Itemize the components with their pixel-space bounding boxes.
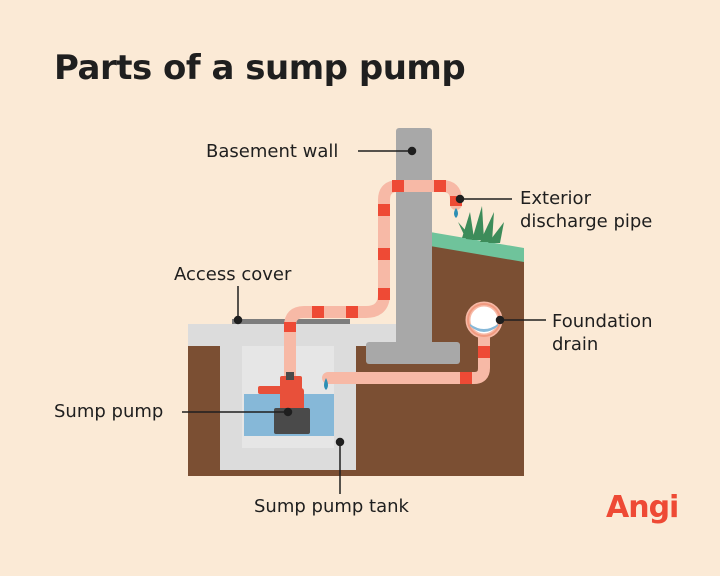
angi-logo: Angi bbox=[606, 490, 679, 525]
label-basement-wall: Basement wall bbox=[206, 141, 339, 162]
basement-wall bbox=[396, 128, 432, 350]
grass-tuft bbox=[458, 206, 504, 243]
foundation-drain-pipe bbox=[322, 330, 490, 384]
page-title: Parts of a sump pump bbox=[54, 48, 466, 88]
discharge-pipe-joints bbox=[284, 180, 462, 332]
label-sump-pump: Sump pump bbox=[54, 401, 164, 422]
label-sump-pump-tank: Sump pump tank bbox=[254, 496, 409, 517]
label-exterior-discharge-pipe-line2: discharge pipe bbox=[520, 211, 653, 232]
label-foundation-drain-line1: Foundation bbox=[552, 311, 653, 332]
wall-footing bbox=[366, 342, 460, 364]
foundation-drain-joints bbox=[460, 346, 490, 384]
foundation-drain bbox=[465, 301, 503, 339]
leader-lines bbox=[182, 146, 546, 494]
label-exterior-discharge-pipe-line1: Exterior bbox=[520, 188, 591, 209]
label-access-cover: Access cover bbox=[174, 264, 292, 285]
drain-water-drop bbox=[324, 378, 328, 390]
label-foundation-drain-line2: drain bbox=[552, 334, 599, 355]
discharge-pipe bbox=[284, 180, 462, 386]
turf-strip bbox=[430, 232, 524, 262]
discharge-water-drops bbox=[454, 208, 458, 218]
